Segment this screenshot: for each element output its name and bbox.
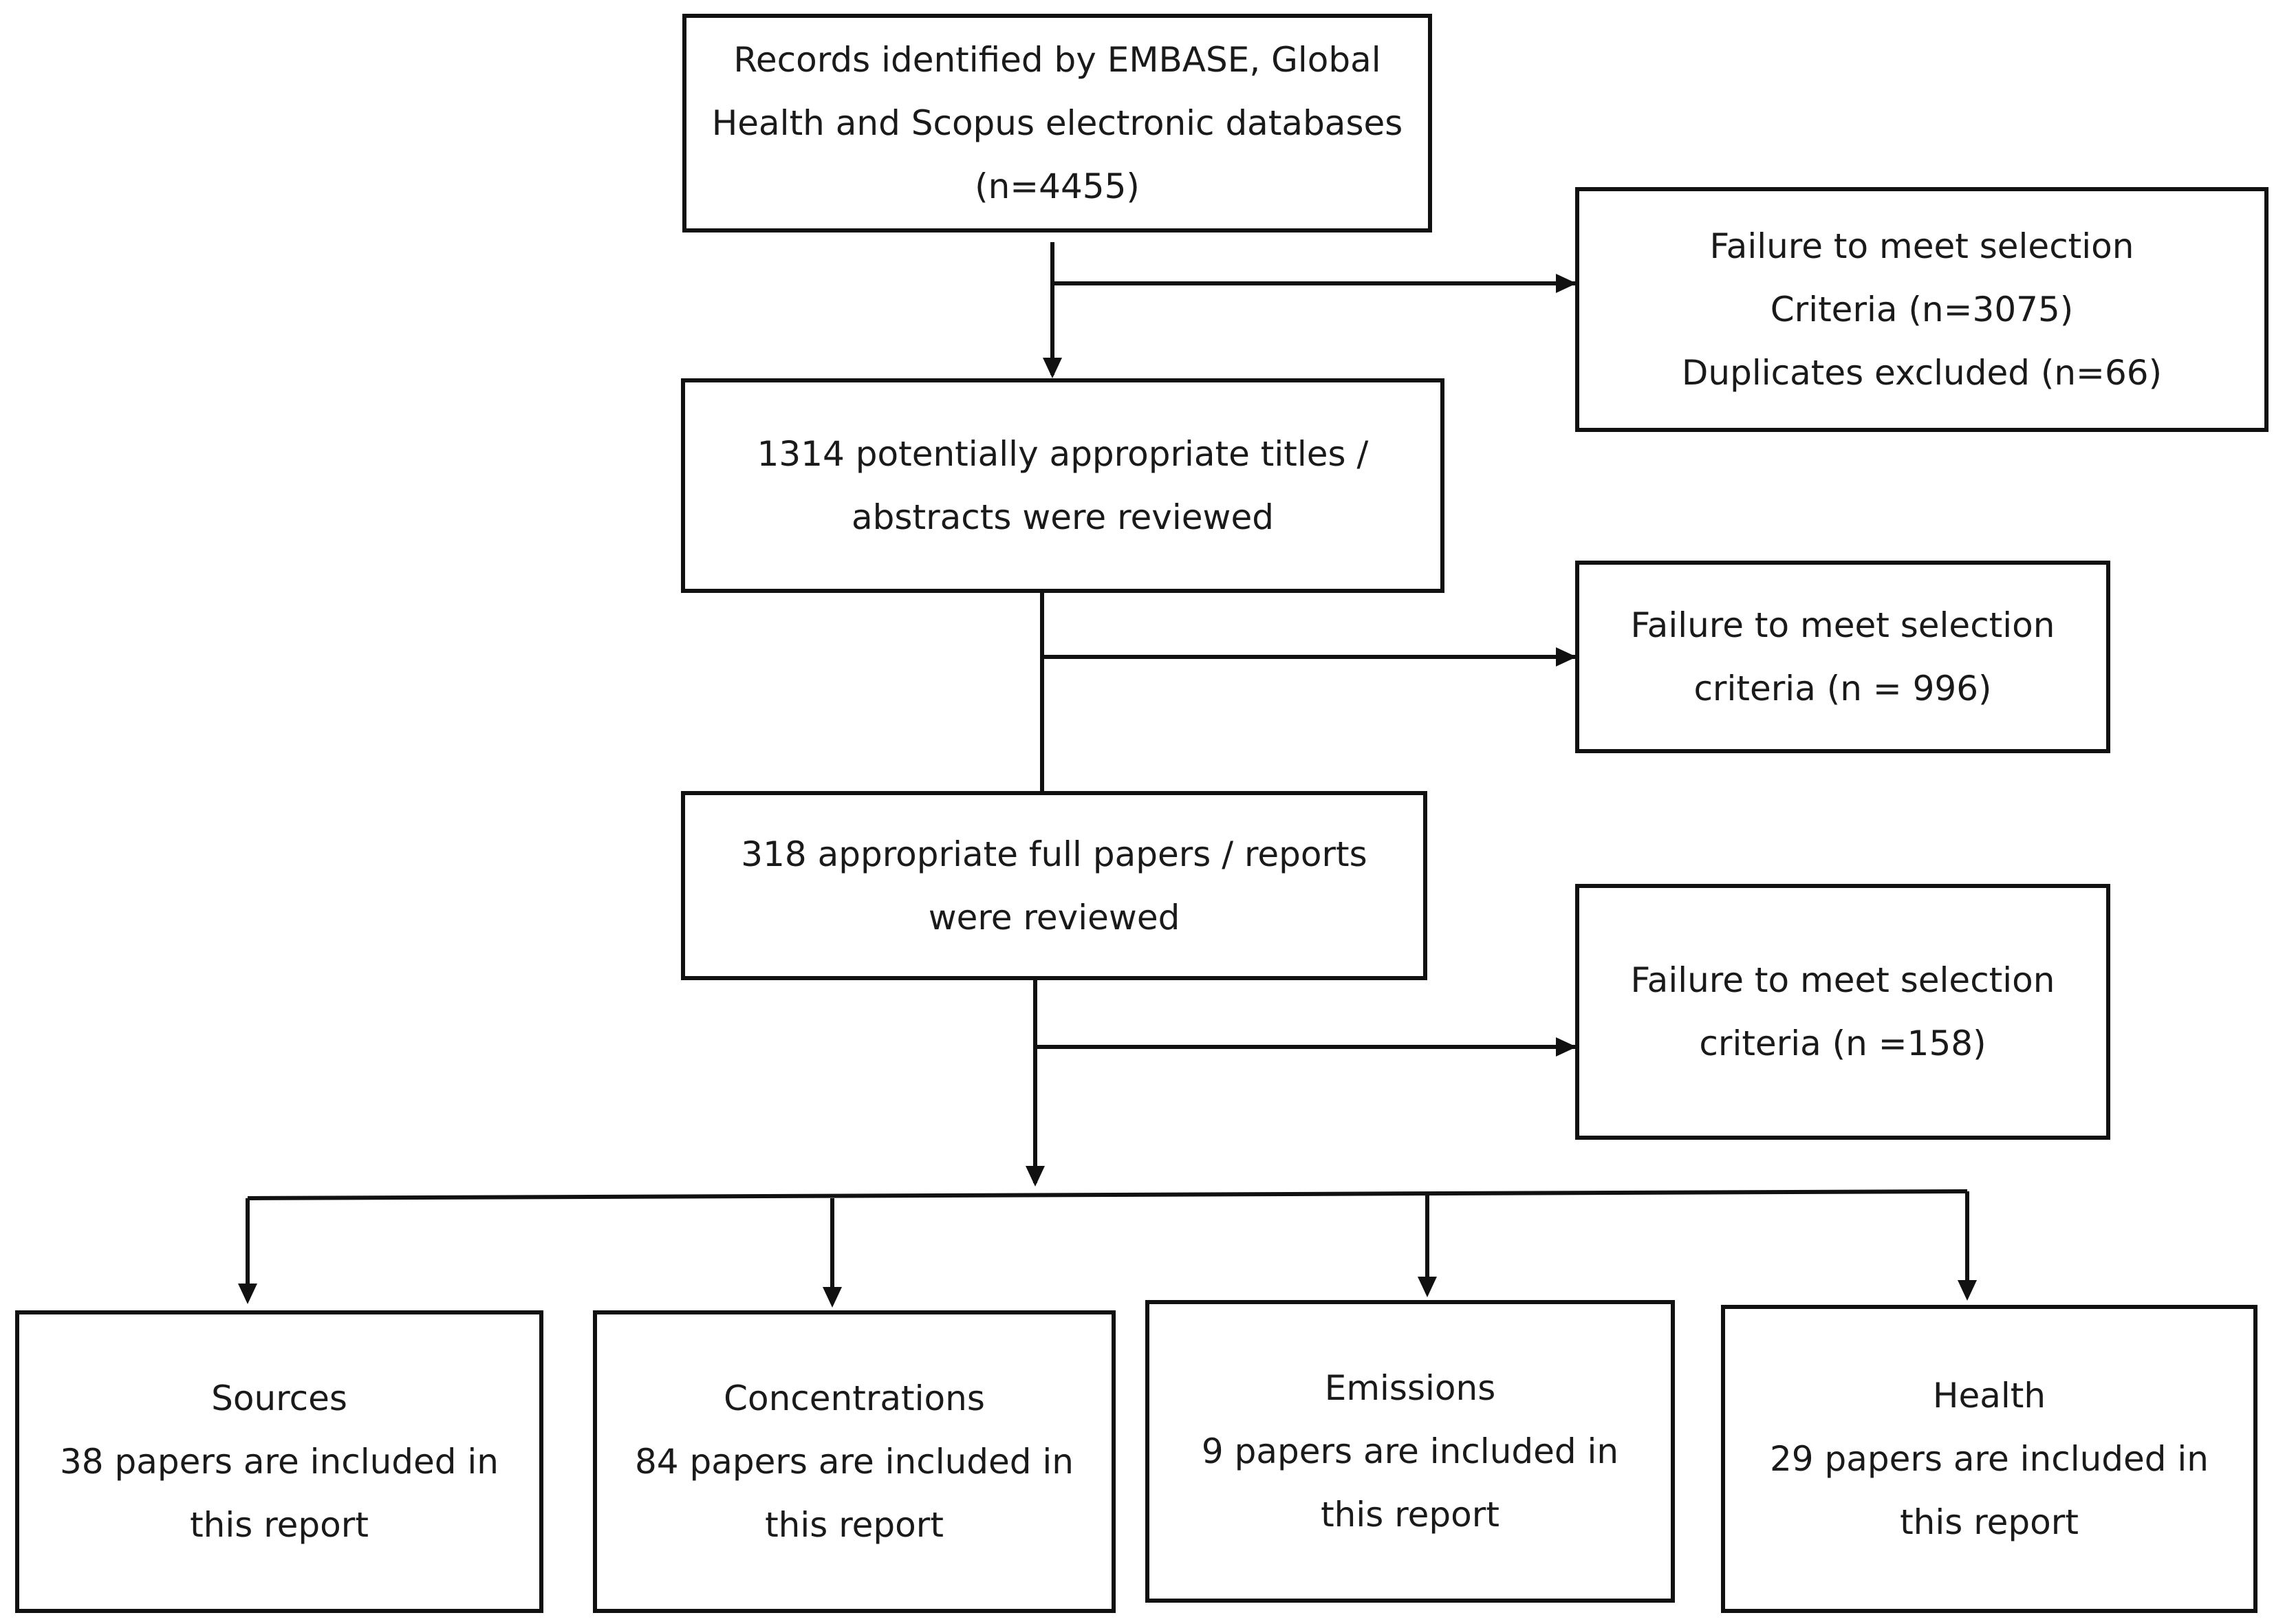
records-identified-line-2: Health and Scopus electronic databases (711, 103, 1403, 143)
outcome-box-emissions: Emissions 9 papers are included in this … (1145, 1300, 1675, 1603)
fulltext-box: 318 appropriate full papers / reports we… (681, 791, 1427, 980)
emissions-count: 9 papers are included in (1201, 1431, 1619, 1471)
sources-note: this report (190, 1505, 369, 1545)
screened-line-1: 1314 potentially appropriate titles / (757, 434, 1369, 474)
screened-box: 1314 potentially appropriate titles / ab… (681, 378, 1444, 593)
arrow-head-right-exclusion-3 (1556, 1037, 1577, 1057)
health-count: 29 papers are included in (1769, 1439, 2209, 1479)
exclusion-box-2-line-2: criteria (n = 996) (1693, 669, 1992, 708)
sources-count: 38 papers are included in (59, 1442, 499, 1482)
arrow-head-down-sources (238, 1284, 257, 1304)
arrow-head-right-exclusion-2 (1556, 647, 1577, 667)
connector-split-bar (247, 1189, 1968, 1200)
arrow-head-down-health (1958, 1280, 1977, 1301)
records-identified-box: Records identified by EMBASE, Global Hea… (682, 14, 1432, 232)
concentrations-count: 84 papers are included in (634, 1442, 1074, 1482)
screened-line-2: abstracts were reviewed (852, 497, 1274, 537)
exclusion-box-2: Failure to meet selection criteria (n = … (1575, 561, 2110, 753)
records-identified-line-1: Records identified by EMBASE, Global (733, 40, 1381, 80)
arrow-head-down-split (1026, 1166, 1045, 1187)
health-note: this report (1900, 1502, 2079, 1542)
exclusion-box-3-line-1: Failure to meet selection (1630, 960, 2055, 1000)
fulltext-line-1: 318 appropriate full papers / reports (741, 834, 1367, 874)
emissions-title: Emissions (1324, 1368, 1496, 1408)
exclusion-box-1-line-1: Failure to meet selection (1709, 226, 2134, 266)
arrow-head-down-concentrations (823, 1287, 842, 1308)
exclusion-box-1: Failure to meet selection Criteria (n=30… (1575, 187, 2268, 432)
sources-title: Sources (211, 1378, 347, 1418)
exclusion-box-3: Failure to meet selection criteria (n =1… (1575, 884, 2110, 1140)
exclusion-box-3-line-2: criteria (n =158) (1699, 1024, 1986, 1063)
concentrations-title: Concentrations (724, 1378, 985, 1418)
outcome-box-sources: Sources 38 papers are included in this r… (15, 1310, 543, 1613)
exclusion-box-1-line-2: Criteria (n=3075) (1770, 290, 2074, 329)
outcome-box-health: Health 29 papers are included in this re… (1721, 1305, 2257, 1613)
exclusion-box-2-line-1: Failure to meet selection (1630, 605, 2055, 645)
exclusion-box-1-line-3: Duplicates excluded (n=66) (1681, 353, 2163, 393)
arrow-head-down-emissions (1418, 1277, 1437, 1297)
records-identified-line-3: (n=4455) (975, 166, 1140, 206)
health-title: Health (1932, 1376, 2046, 1416)
concentrations-note: this report (765, 1505, 944, 1545)
arrow-head-right-exclusion-1 (1556, 274, 1577, 293)
outcome-box-concentrations: Concentrations 84 papers are included in… (593, 1310, 1116, 1613)
arrow-head-down-screened (1043, 358, 1062, 378)
emissions-note: this report (1321, 1495, 1499, 1535)
fulltext-line-2: were reviewed (928, 897, 1180, 938)
